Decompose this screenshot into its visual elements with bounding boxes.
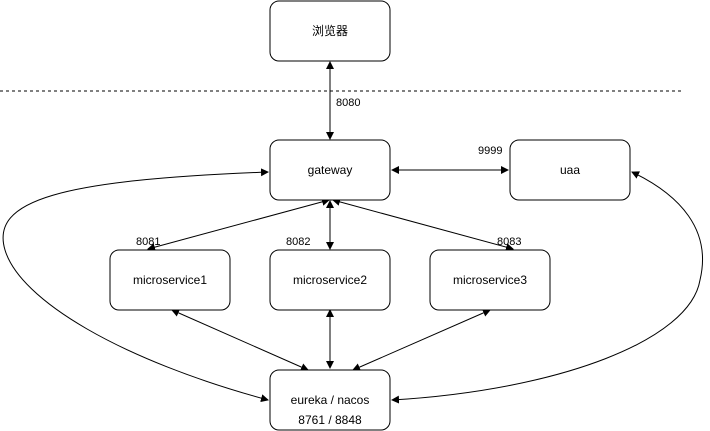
microservice3-label: microservice3 [453, 273, 527, 287]
registry-ports-label: 8761 / 8848 [298, 413, 362, 427]
registry-label: eureka / nacos [291, 393, 370, 407]
microservice3-node [429, 249, 551, 311]
uaa-port-label: 9999 [478, 145, 502, 157]
uaa-node [509, 139, 631, 201]
edge-gateway-ms1 [147, 197, 330, 252]
microservice1-node [109, 249, 231, 311]
edge-gateway-ms3 [332, 197, 514, 252]
microservice1-label: microservice1 [133, 273, 207, 287]
gateway-label: gateway [308, 163, 353, 177]
edge-registry-uaa-loop [391, 171, 704, 404]
browser-node [269, 0, 391, 62]
gateway-node [269, 139, 391, 201]
uaa-label: uaa [560, 163, 580, 177]
edge-registry-gateway-loop [2, 168, 269, 403]
microservice2-node [269, 249, 391, 311]
registry-node [269, 369, 391, 431]
edge-ms1-registry [171, 309, 309, 371]
microservice2-port-label: 8082 [286, 236, 310, 248]
microservice2-label: microservice2 [293, 273, 367, 287]
browser-label: 浏览器 [312, 23, 348, 38]
gateway-port-label: 8080 [336, 97, 360, 109]
microservice1-port-label: 8081 [136, 236, 160, 248]
edge-ms3-registry [352, 309, 491, 371]
microservice3-port-label: 8083 [497, 236, 521, 248]
